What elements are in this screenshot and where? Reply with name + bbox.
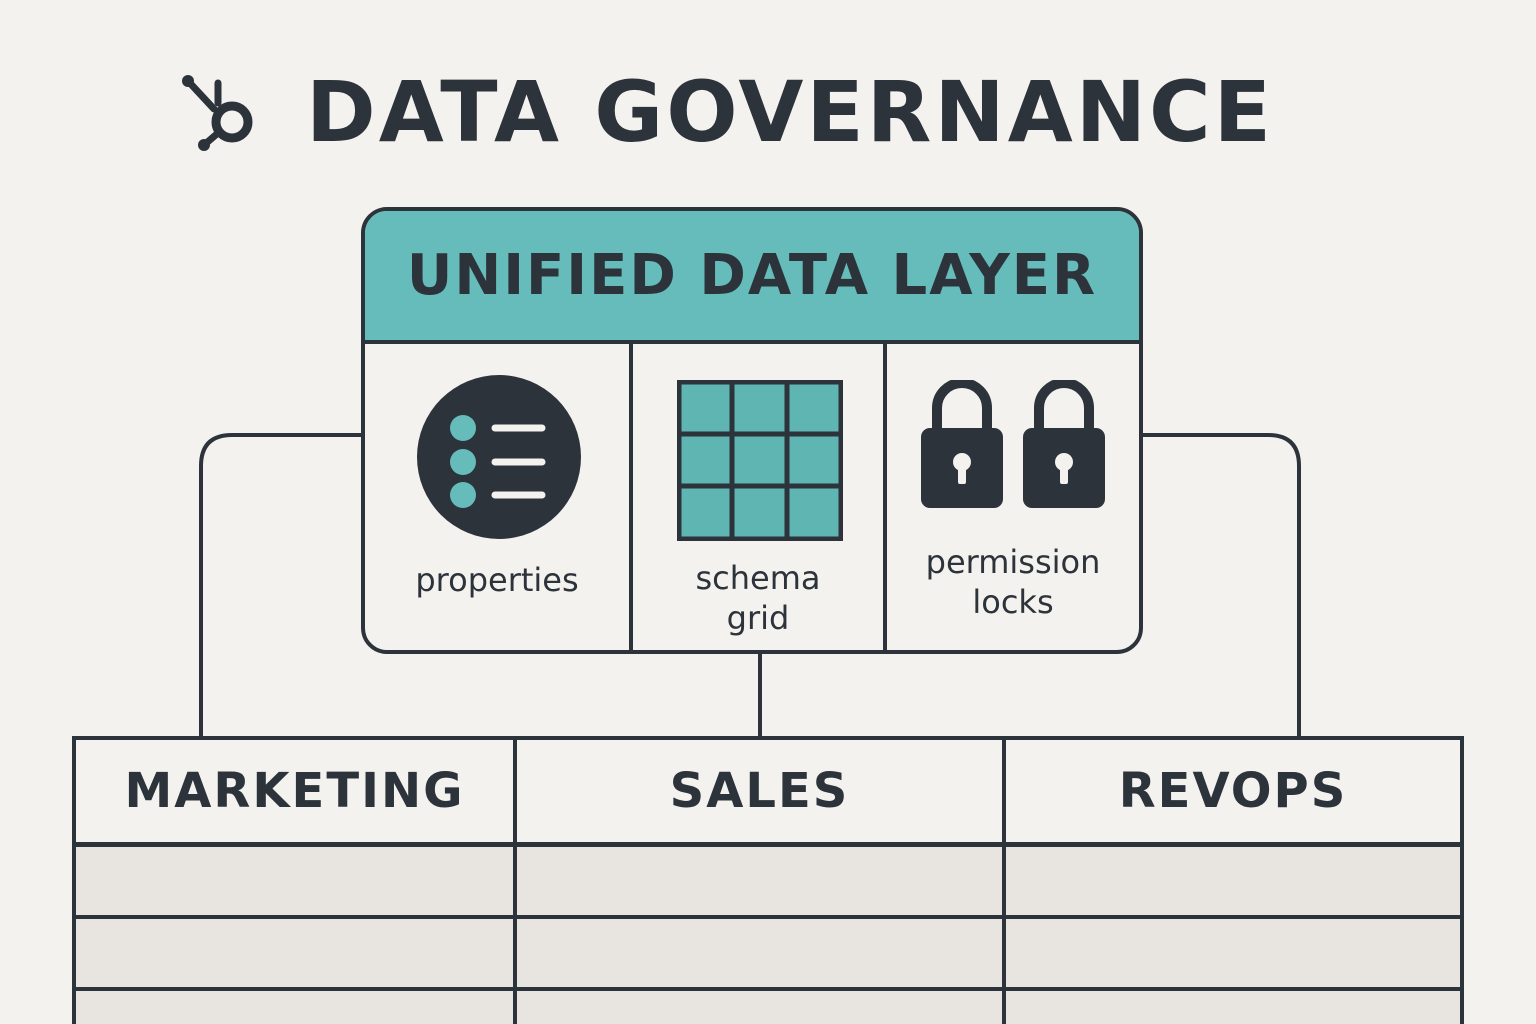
schema-grid-cell: schema grid [633,344,887,650]
table-cell [517,919,1006,991]
table-cell [1006,847,1460,919]
layer-header: UNIFIED DATA LAYER [365,211,1139,344]
column-header-sales: SALES [517,740,1006,847]
connector-right [1143,433,1301,738]
padlock-icon [1023,380,1105,508]
table-cell [76,991,517,1024]
properties-cell: properties [365,344,633,650]
unified-data-layer-card: UNIFIED DATA LAYER properties [361,207,1143,654]
table-cell [517,847,1006,919]
property-list-icon [417,375,581,539]
table-cell [76,847,517,919]
connector-left [199,433,361,738]
table-cell [1006,919,1460,991]
title-row: DATA GOVERNANCE [180,62,1274,162]
table-cell [517,991,1006,1024]
table-cell [1006,991,1460,1024]
schema-grid-icon [677,380,843,541]
table-cell [76,919,517,991]
schema-grid-label: schema grid [695,559,821,637]
column-header-revops: REVOPS [1006,740,1460,847]
layer-title: UNIFIED DATA LAYER [406,243,1098,308]
page-title: DATA GOVERNANCE [306,63,1275,161]
padlock-icon [921,380,1003,508]
hub-network-icon [182,75,253,151]
permission-locks-cell: permission locks [887,344,1139,650]
column-header-marketing: MARKETING [76,740,517,847]
layer-cells: properties schema grid [365,344,1139,650]
departments-table: MARKETING SALES REVOPS [72,736,1464,1024]
permission-locks-label: permission locks [925,543,1101,621]
properties-label: properties [415,561,579,599]
